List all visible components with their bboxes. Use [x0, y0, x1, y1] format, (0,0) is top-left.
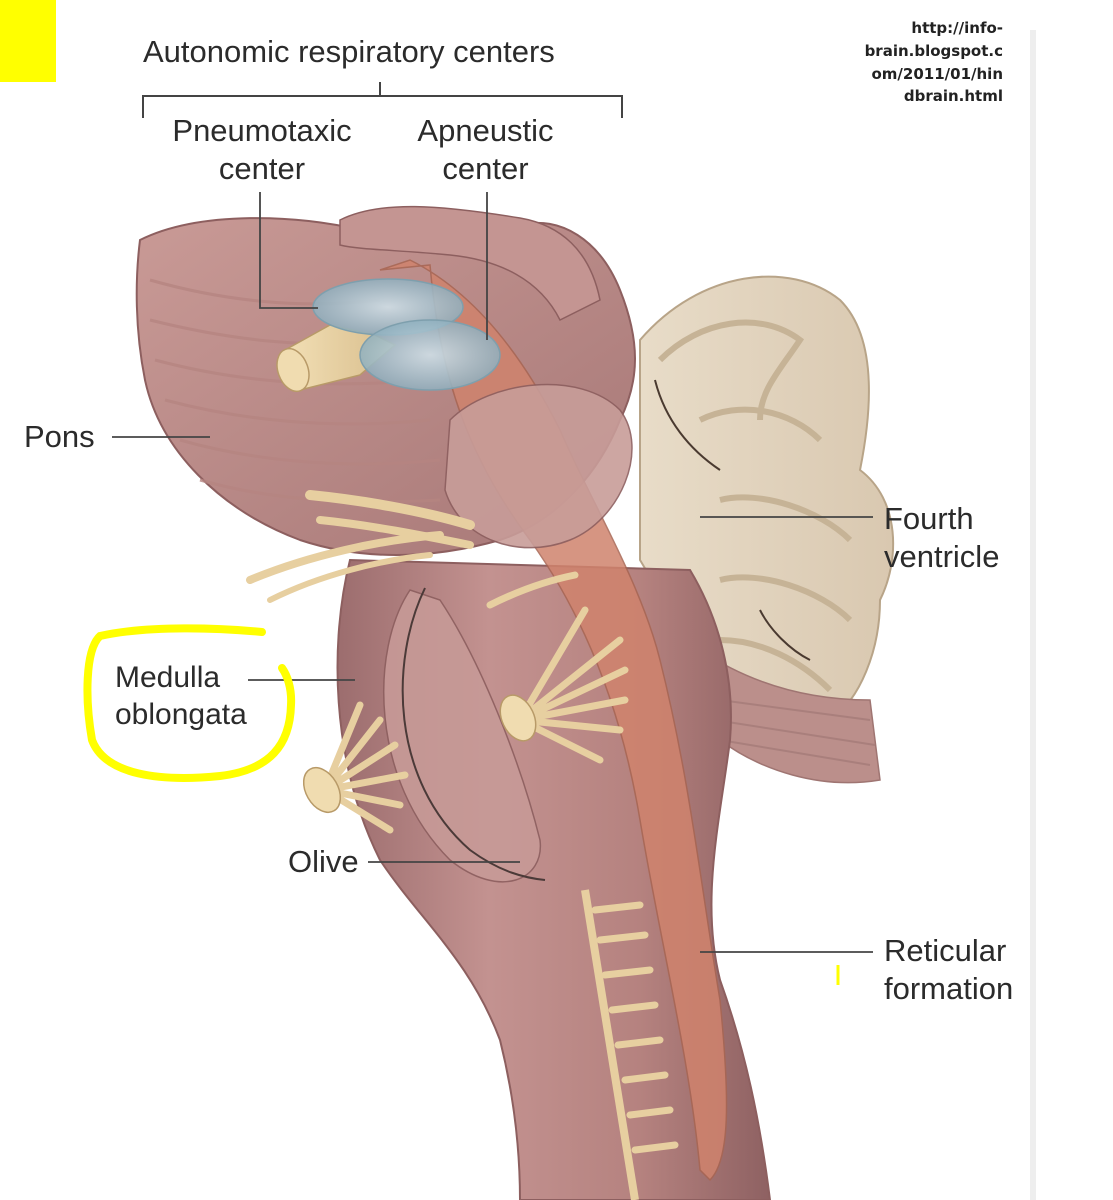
respiratory-centers [312, 278, 501, 391]
highlight-marker [0, 0, 56, 82]
reticular-line-1: Reticular [884, 933, 1007, 968]
source-line: dbrain.html [903, 87, 1003, 106]
fourth-ventricle-line-2: ventricle [884, 538, 1000, 574]
autonomic-respiratory-centers-label: Autonomic respiratory centers [143, 34, 555, 69]
source-url: http://info- brain.blogspot.c om/2011/01… [803, 17, 1003, 108]
fourth-ventricle-label: Fourth ventricle [884, 500, 999, 576]
fourth-ventricle-line-1: Fourth [884, 501, 974, 536]
medulla-line-1: Medulla [115, 661, 221, 694]
source-line: brain.blogspot.c [864, 41, 1003, 60]
apneustic-center-label: Apneustic center [403, 112, 568, 188]
pons-structure [135, 205, 728, 1182]
source-line: http://info- [911, 19, 1003, 37]
medulla-oblongata-label: Medulla oblongata [115, 660, 247, 733]
autonomic-bracket [142, 82, 623, 118]
apneustic-line-2: center [442, 150, 529, 186]
pons-label: Pons [24, 419, 95, 454]
pneumotaxic-center-label: Pneumotaxic center [157, 112, 367, 188]
medulla-highlight [83, 624, 296, 782]
fan-nerve-left [302, 701, 409, 834]
pneumotaxic-line-2: center [218, 150, 306, 186]
reticular-line-2: formation [884, 970, 1014, 1006]
source-line: om/2011/01/hin [871, 64, 1004, 83]
apneustic-line-1: Apneustic [417, 113, 554, 148]
reticular-formation-label: Reticular formation [884, 932, 1013, 1008]
olive-label: Olive [288, 844, 359, 879]
nerve-roots [246, 324, 679, 1200]
medulla-line-2: oblongata [115, 697, 247, 731]
leader-lines [112, 192, 873, 953]
pneumotaxic-line-1: Pneumotaxic [172, 113, 352, 148]
fan-nerve-middle [486, 571, 629, 764]
